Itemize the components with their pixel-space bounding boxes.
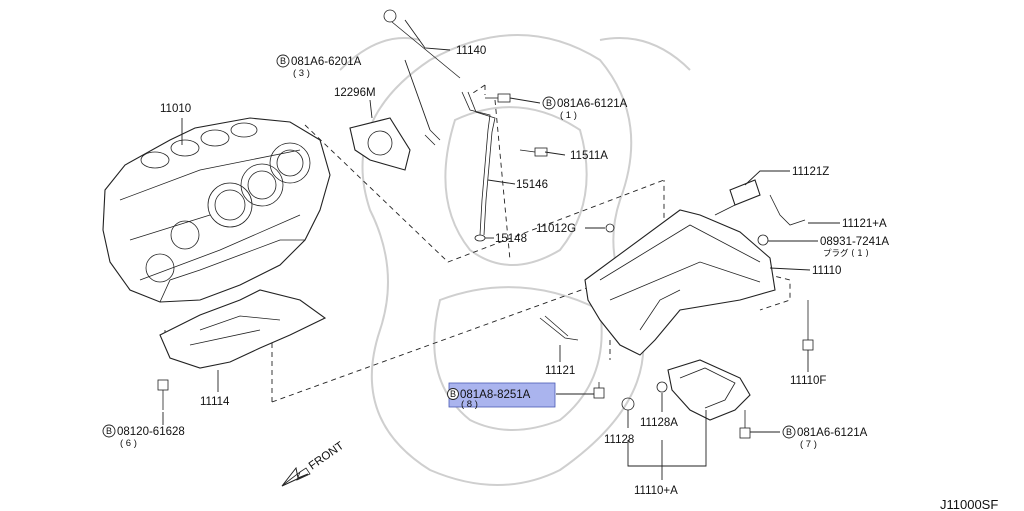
callout-11110F[interactable]: 11110F — [790, 375, 826, 387]
callout-12296M[interactable]: 12296M — [334, 87, 376, 99]
front-label: FRONT — [307, 440, 346, 473]
bolt-symbol-icon — [102, 424, 116, 438]
oil-pan-illustration — [584, 209, 776, 356]
qty-081A6-6201A: ( 3 ) — [293, 68, 310, 79]
highlight-081A8-8251A — [448, 382, 556, 408]
callout-11140[interactable]: 11140 — [456, 45, 486, 57]
bolt-symbol-icon — [542, 96, 556, 110]
front-arrow — [281, 466, 311, 487]
callout-15148[interactable]: 15148 — [495, 233, 527, 245]
callout-15146[interactable]: 15146 — [516, 179, 548, 191]
callout-11110[interactable]: 11110 — [812, 265, 841, 277]
oil-dipstick-illustration — [383, 9, 496, 242]
qty-08120-61628: ( 6 ) — [120, 438, 137, 449]
lower-oil-pan-illustration — [667, 359, 751, 421]
callout-11114[interactable]: 11114 — [200, 396, 230, 408]
bolt-symbol-icon — [447, 388, 459, 400]
callout-081A6-6121A-top[interactable]: 081A6-6121A — [557, 98, 628, 110]
callout-08931-7241A[interactable]: 08931-7241A — [820, 236, 889, 248]
bolt-prefix: B — [546, 98, 552, 108]
qty-081A6-6121A-top: ( 1 ) — [560, 110, 577, 121]
callout-11012G[interactable]: 11012G — [536, 223, 576, 235]
callout-11121[interactable]: 11121 — [545, 365, 575, 377]
bolt-prefix: B — [786, 427, 792, 437]
callout-11121Z[interactable]: 11121Z — [792, 166, 829, 178]
callout-11511A[interactable]: 11511A — [570, 150, 608, 162]
oil-strainer-illustration — [714, 179, 806, 226]
callout-11110+A[interactable]: 11110+A — [634, 485, 678, 497]
rear-oil-seal-retainer-illustration — [349, 117, 411, 171]
callout-081A6-6121A-bottom[interactable]: 081A6-6121A — [797, 427, 868, 439]
callout-08120-61628[interactable]: 08120-61628 — [117, 426, 185, 438]
bolt-symbol-icon — [276, 54, 290, 68]
note-08931-7241A: プラグ ( 1 ) — [823, 248, 869, 259]
bolt-prefix: B — [106, 426, 112, 436]
bolt-prefix: B — [450, 389, 456, 399]
qty-081A6-6121A-bottom: ( 7 ) — [800, 439, 817, 450]
baffle-plate-illustration — [159, 289, 327, 369]
cylinder-block-illustration — [102, 117, 331, 303]
callout-081A6-6201A[interactable]: 081A6-6201A — [291, 56, 362, 68]
callout-081A8-8251A[interactable]: 081A8-8251A — [460, 389, 531, 401]
callout-11121+A[interactable]: 11121+A — [842, 218, 887, 230]
diagram-code: J11000SF — [940, 497, 998, 511]
leader-lines — [162, 19, 840, 480]
bolt-symbol-icon — [782, 425, 796, 439]
callout-11128[interactable]: 11128 — [604, 434, 634, 446]
qty-081A8-8251A: ( 8 ) — [461, 399, 478, 410]
gasket-11121-illustration — [539, 315, 579, 341]
callout-11010[interactable]: 11010 — [160, 103, 191, 115]
bolt-prefix: B — [280, 56, 286, 66]
callout-11128A[interactable]: 11128A — [640, 417, 678, 429]
